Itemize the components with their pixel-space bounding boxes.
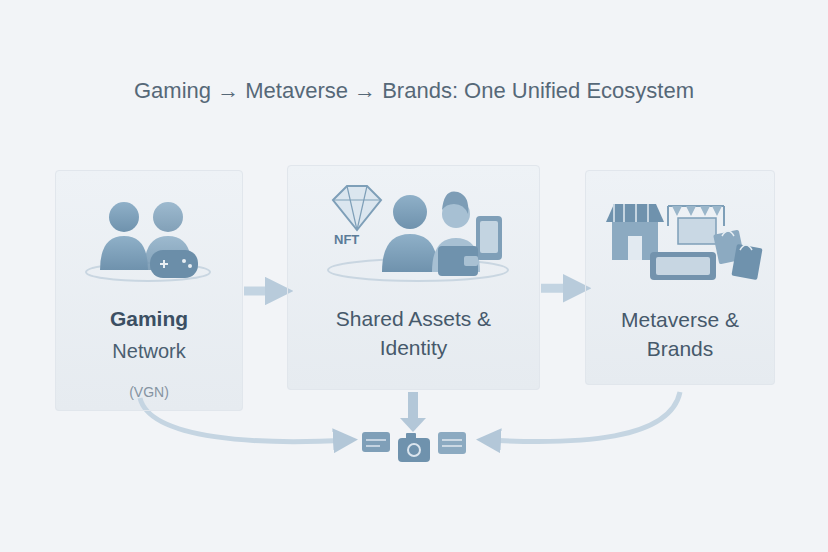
nft-label: NFT xyxy=(334,232,359,247)
panel-heading: Metaverse & Brands xyxy=(605,305,755,364)
panel-box: Shared Assets & Identity xyxy=(287,165,540,390)
panel-text: Network xyxy=(112,337,185,365)
diagram-title: Gaming → Metaverse → Brands: One Unified… xyxy=(0,78,828,104)
panel-fill xyxy=(287,165,540,390)
brands-icon xyxy=(606,204,763,280)
gamers-icon xyxy=(86,202,210,281)
flow-arrow xyxy=(244,287,279,296)
panel-fill xyxy=(55,170,243,411)
panel-box: Metaverse & Brands xyxy=(585,170,775,385)
panel-heading: Gaming xyxy=(110,304,188,333)
panel-heading: Shared Assets & Identity xyxy=(329,304,499,363)
flow-arrow xyxy=(541,284,577,293)
hub-flows xyxy=(140,392,680,442)
panel-text: (VGN) xyxy=(129,383,169,403)
assets-identity-icon xyxy=(328,186,508,281)
hub-icons xyxy=(362,432,466,462)
panel-fill xyxy=(585,170,775,385)
panel-box: GamingNetwork (VGN) xyxy=(55,170,243,411)
